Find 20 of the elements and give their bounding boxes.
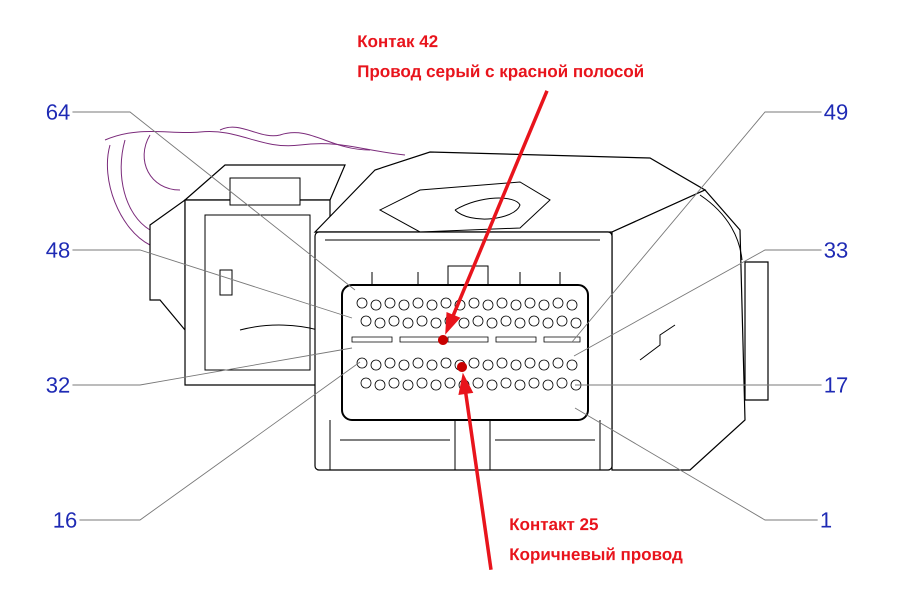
leader-line xyxy=(572,112,822,342)
callout-number: 17 xyxy=(825,377,848,393)
annotation-text: Контак 42 Провод серый с красной полосой xyxy=(358,35,643,81)
callout-number: 64 xyxy=(46,104,70,120)
callout-number: 49 xyxy=(824,104,848,120)
callout-number: 16 xyxy=(54,512,76,528)
contact-dot xyxy=(438,335,448,345)
callout-number: 1 xyxy=(822,512,832,528)
annotation-text: Контакт 25 Коричневый провод xyxy=(510,518,682,564)
callout-number: 32 xyxy=(46,377,70,393)
leader-line xyxy=(574,250,822,356)
leader-line xyxy=(72,348,352,386)
leader-line xyxy=(72,112,356,290)
leader-line xyxy=(79,362,360,520)
contact-dot xyxy=(457,362,467,372)
callout-number: 33 xyxy=(824,242,848,258)
leader-line xyxy=(574,408,818,520)
leader-line xyxy=(574,384,822,386)
callout-number: 48 xyxy=(46,242,70,258)
leader-line xyxy=(72,250,352,318)
